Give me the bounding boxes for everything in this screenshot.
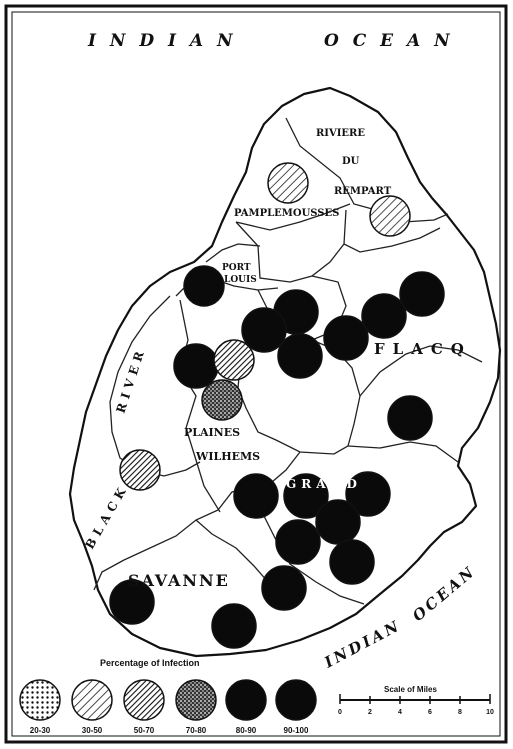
label-savanne: SAVANNE [128,571,230,590]
circle-pamplemousses [267,162,309,204]
ocean-label-north-right: O C E A N [324,31,454,51]
legend-label-30-50: 30-50 [82,726,103,735]
circle-savanne-2 [109,579,155,625]
scale-tick-2: 2 [368,709,372,716]
label-du: DU [342,156,360,167]
circle-black-river [119,449,161,491]
circle-grand-port-4 [315,499,361,545]
circle-moka-2 [241,307,287,353]
infection-circles [109,162,445,649]
label-plaines: PLAINES [184,426,240,439]
map-inner-frame [11,11,501,737]
circle-flacq-1 [361,293,407,339]
scale-tick-0: 0 [338,709,342,716]
legend-label-80-90: 80-90 [236,726,257,735]
circle-flacq-2 [399,271,445,317]
circle-grand-port-5 [275,519,321,565]
label-wilhems: WILHEMS [195,450,260,463]
label-rempart: REMPART [334,186,392,197]
legend-swatch-50-70 [123,679,165,721]
circle-plaines-2 [213,339,255,381]
circle-riviere-du-rempart [369,195,411,237]
legend-label-50-70: 50-70 [134,726,155,735]
circle-savanne-1 [261,565,307,611]
circle-flacq-3 [387,395,433,441]
circle-plaines-1 [173,343,219,389]
circle-plaines-3 [201,379,243,421]
label-grand: GRAND [286,477,362,491]
scale-tick-4: 4 [398,709,402,716]
label-port: PORT [222,263,251,273]
legend-label-90-100: 90-100 [284,726,309,735]
legend-label-20-30: 20-30 [30,726,51,735]
legend: Percentage of Infection 20-30 30-50 50-7… [19,658,317,735]
circle-port-louis [183,265,225,307]
label-riviere: RIVIERE [316,128,365,139]
circle-grand-port-2 [283,473,329,519]
circle-savanne-3 [211,603,257,649]
circle-grand-port-1 [233,473,279,519]
label-louis: LOUIS [224,275,257,285]
legend-swatch-70-80 [175,679,217,721]
legend-swatch-30-50 [71,679,113,721]
legend-swatch-90-100 [275,679,317,721]
circle-grand-port-3 [345,471,391,517]
label-pamplemousses: PAMPLEMOUSSES [234,208,339,219]
legend-swatch-80-90 [225,679,267,721]
scale-bar: Scale of Miles 0 2 4 6 8 10 [338,685,494,716]
scale-tick-6: 6 [428,709,432,716]
legend-label-70-80: 70-80 [186,726,207,735]
legend-swatch-20-30 [19,679,61,721]
scale-tick-8: 8 [458,709,462,716]
circle-moka-4 [323,315,369,361]
circle-grand-port-6 [329,539,375,585]
circle-moka-3 [277,333,323,379]
label-flacq: FLACQ [374,340,472,358]
legend-title: Percentage of Infection [100,658,200,668]
scale-tick-10: 10 [486,709,494,716]
ocean-label-north-left: I N D I A N [87,31,237,51]
scale-title: Scale of Miles [384,685,437,694]
